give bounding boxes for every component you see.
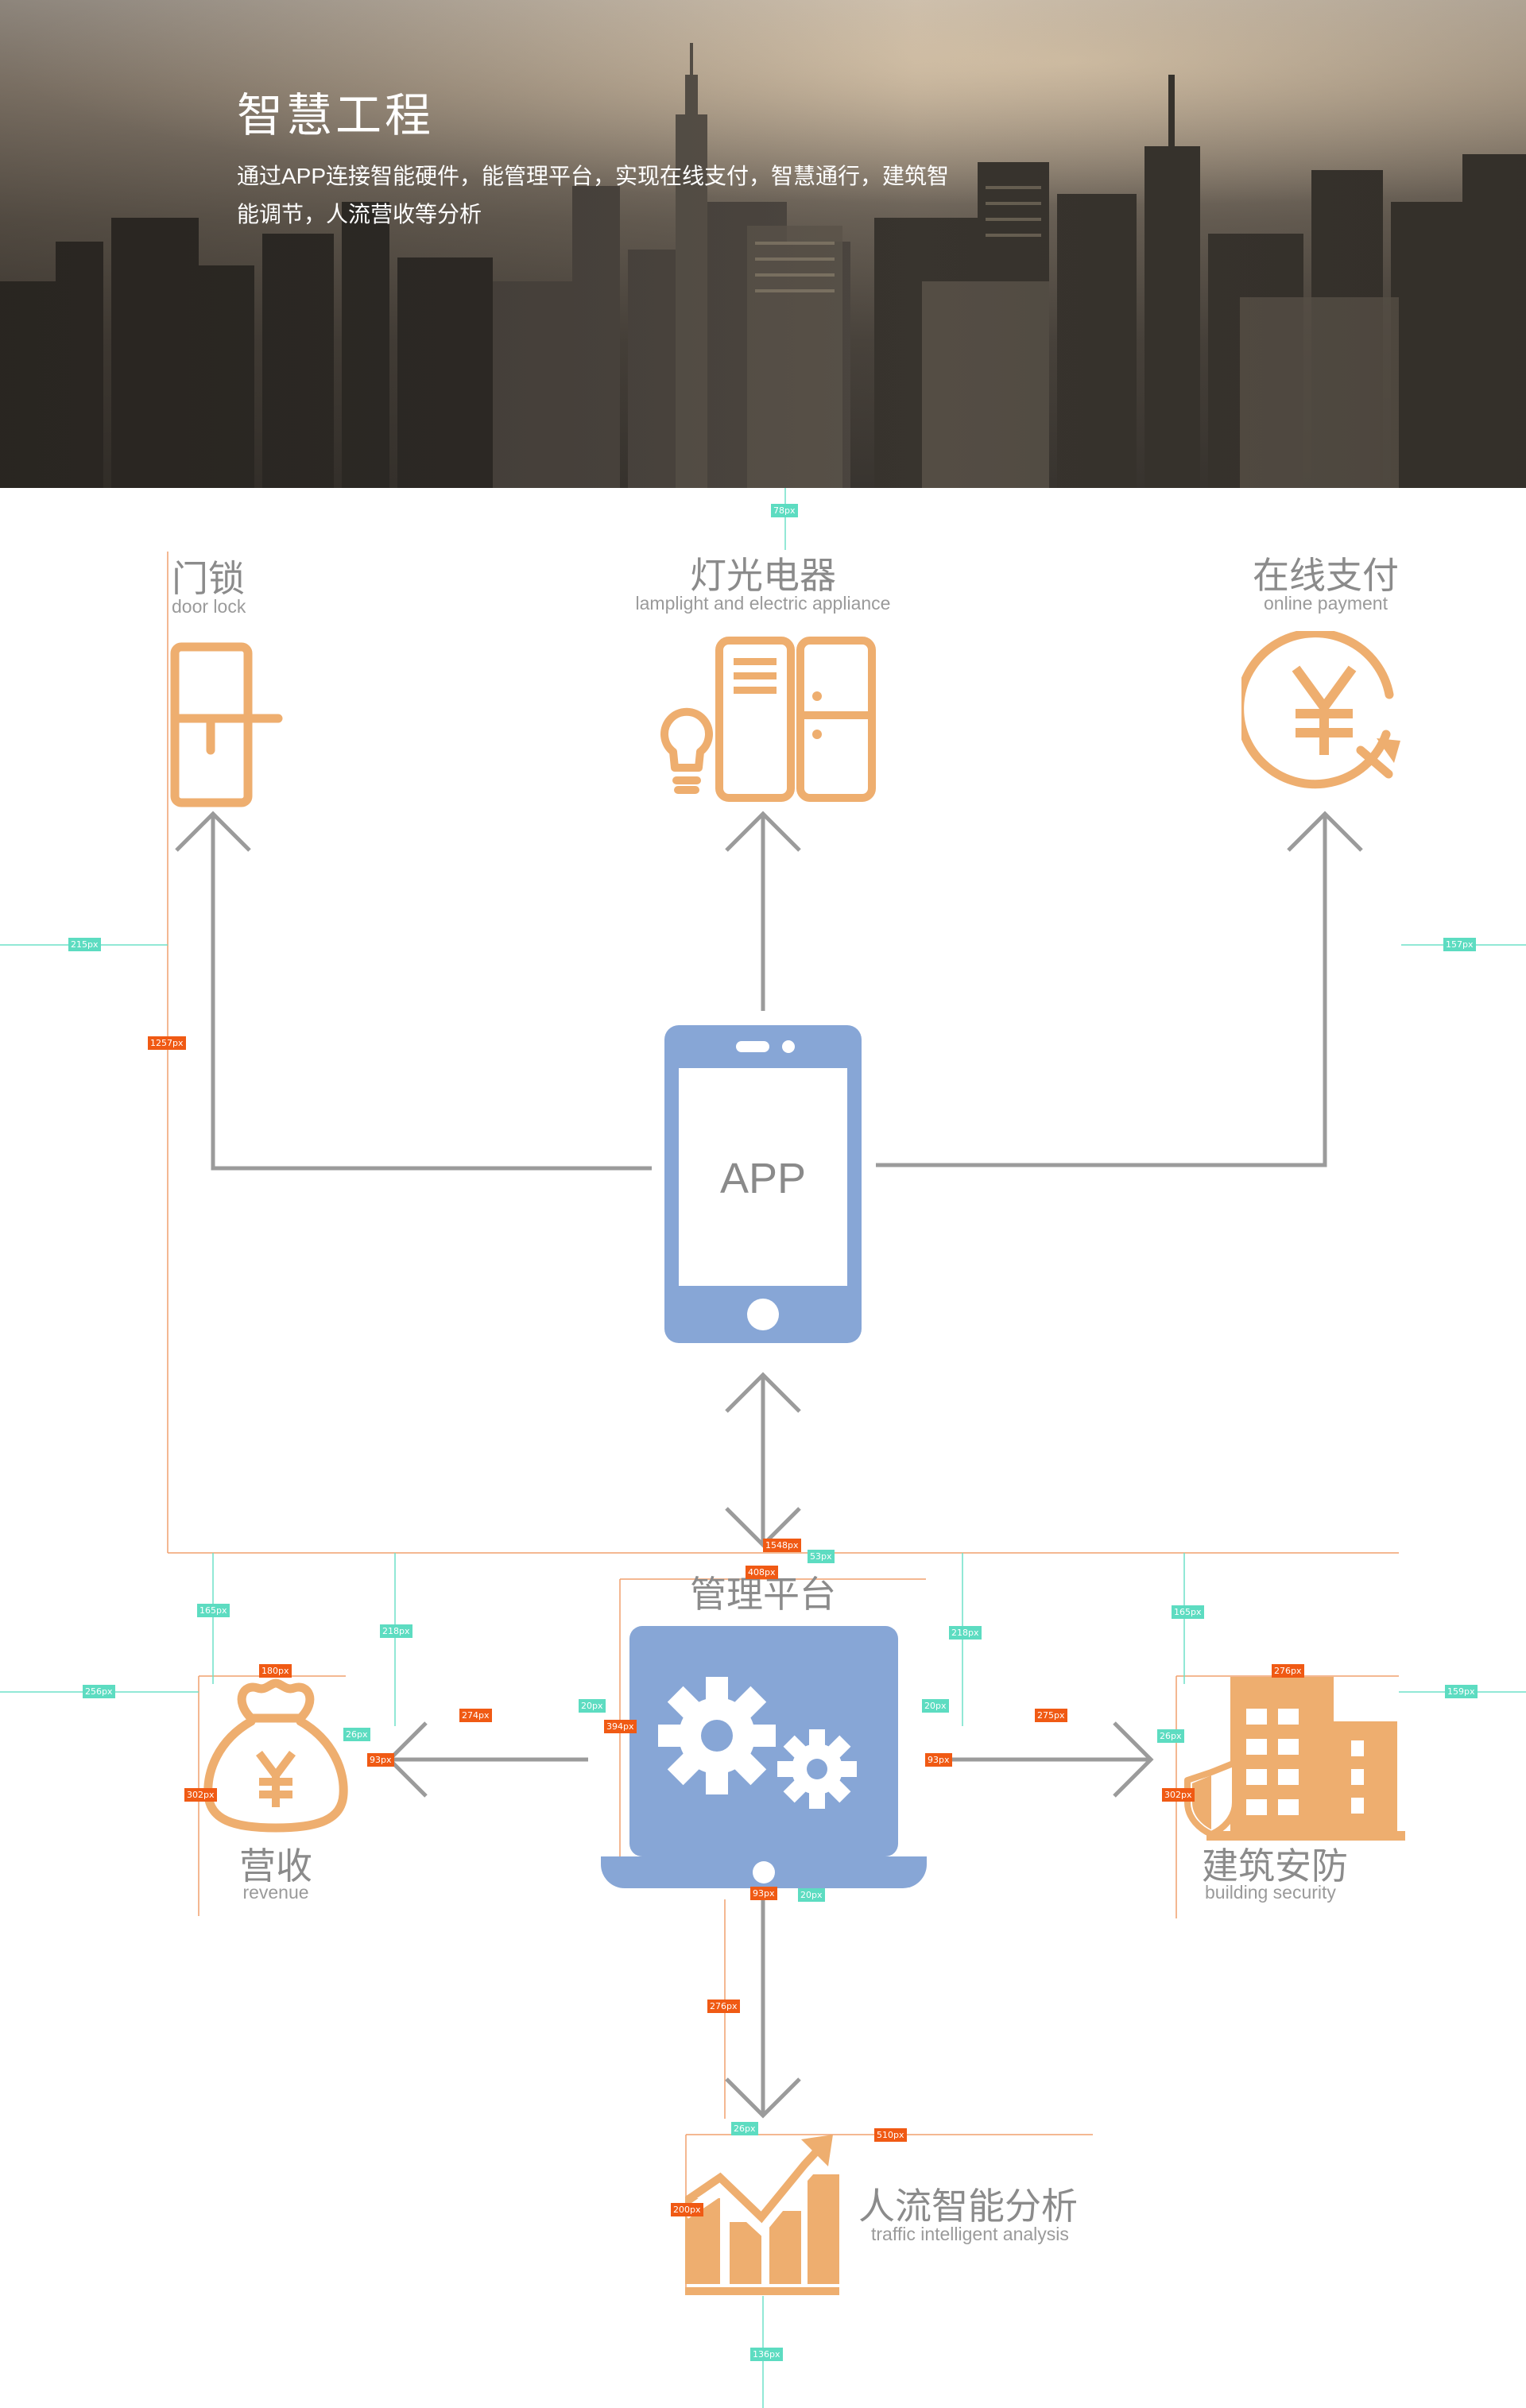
measure-label: 200px	[671, 2203, 703, 2216]
architecture-diagram: 门锁 door lock 灯光电器 lamplight and electric…	[0, 488, 1526, 2408]
measure-label: 510px	[874, 2128, 907, 2142]
measure-label: 93px	[750, 1887, 777, 1900]
payment-subtitle: online payment	[1264, 593, 1388, 614]
yuan-payment-icon	[1241, 631, 1400, 789]
measure-label: 256px	[83, 1685, 115, 1698]
platform-title: 管理平台	[690, 1574, 836, 1615]
measure-label: 20px	[922, 1699, 949, 1713]
measure-label: 53px	[808, 1550, 835, 1563]
door-lock-subtitle: door lock	[172, 596, 246, 617]
measure-label: 180px	[259, 1664, 292, 1678]
city-skyline-image	[0, 43, 1526, 488]
measure-label: 26px	[1157, 1729, 1184, 1743]
hero-title: 智慧工程	[237, 90, 435, 141]
traffic-title: 人流智能分析	[858, 2185, 1078, 2227]
measure-label: 26px	[731, 2122, 758, 2135]
measure-label: 218px	[949, 1626, 982, 1640]
measure-label: 408px	[746, 1566, 778, 1579]
hero-sky	[0, 0, 1526, 207]
smartphone-icon	[664, 1025, 862, 1343]
security-title: 建筑安防	[1202, 1845, 1348, 1887]
payment-title: 在线支付	[1253, 555, 1399, 596]
measure-label: 275px	[1035, 1709, 1067, 1722]
measure-label: 26px	[343, 1728, 370, 1741]
app-label: APP	[719, 1155, 807, 1202]
measure-label: 20px	[579, 1699, 606, 1713]
measure-label: 93px	[367, 1753, 394, 1767]
appliance-icon	[660, 637, 876, 802]
measure-label: 302px	[184, 1788, 217, 1802]
measure-label: 136px	[750, 2348, 783, 2361]
measure-label: 394px	[604, 1720, 637, 1733]
measure-label: 78px	[771, 504, 798, 517]
measure-label: 165px	[197, 1604, 230, 1617]
measure-label: 218px	[380, 1624, 412, 1638]
measure-label: 276px	[707, 2000, 740, 2013]
measure-label: 93px	[925, 1753, 952, 1767]
hero-overlay	[0, 0, 1526, 488]
door-lock-title: 门锁	[172, 558, 245, 599]
measure-label: 1548px	[763, 1539, 801, 1552]
bar-chart-trend-icon	[685, 2135, 839, 2295]
measure-label: 20px	[798, 1888, 825, 1902]
money-bag-icon	[203, 1678, 348, 1833]
measure-label: 157px	[1443, 938, 1476, 951]
door-lock-icon	[170, 642, 283, 807]
measure-label: 274px	[459, 1709, 492, 1722]
measure-label: 1257px	[148, 1036, 186, 1050]
hero-banner: 智慧工程 通过APP连接智能硬件，能管理平台，实现在线支付，智慧通行，建筑智能调…	[0, 0, 1526, 488]
security-subtitle: building security	[1205, 1882, 1336, 1903]
revenue-subtitle: revenue	[242, 1882, 309, 1903]
measure-label: 215px	[68, 938, 101, 951]
measure-label: 276px	[1272, 1664, 1304, 1678]
hero-description: 通过APP连接智能硬件，能管理平台，实现在线支付，智慧通行，建筑智能调节，人流营…	[237, 164, 950, 226]
measure-label: 159px	[1445, 1685, 1478, 1698]
traffic-subtitle: traffic intelligent analysis	[871, 2224, 1069, 2244]
measure-label: 302px	[1162, 1788, 1195, 1802]
lamplight-title: 灯光电器	[690, 555, 836, 596]
revenue-title: 营收	[239, 1845, 312, 1887]
lamplight-subtitle: lamplight and electric appliance	[635, 593, 891, 614]
laptop-gears-icon	[601, 1626, 927, 1888]
measure-label: 165px	[1172, 1605, 1204, 1619]
building-shield-icon	[1184, 1677, 1405, 1841]
